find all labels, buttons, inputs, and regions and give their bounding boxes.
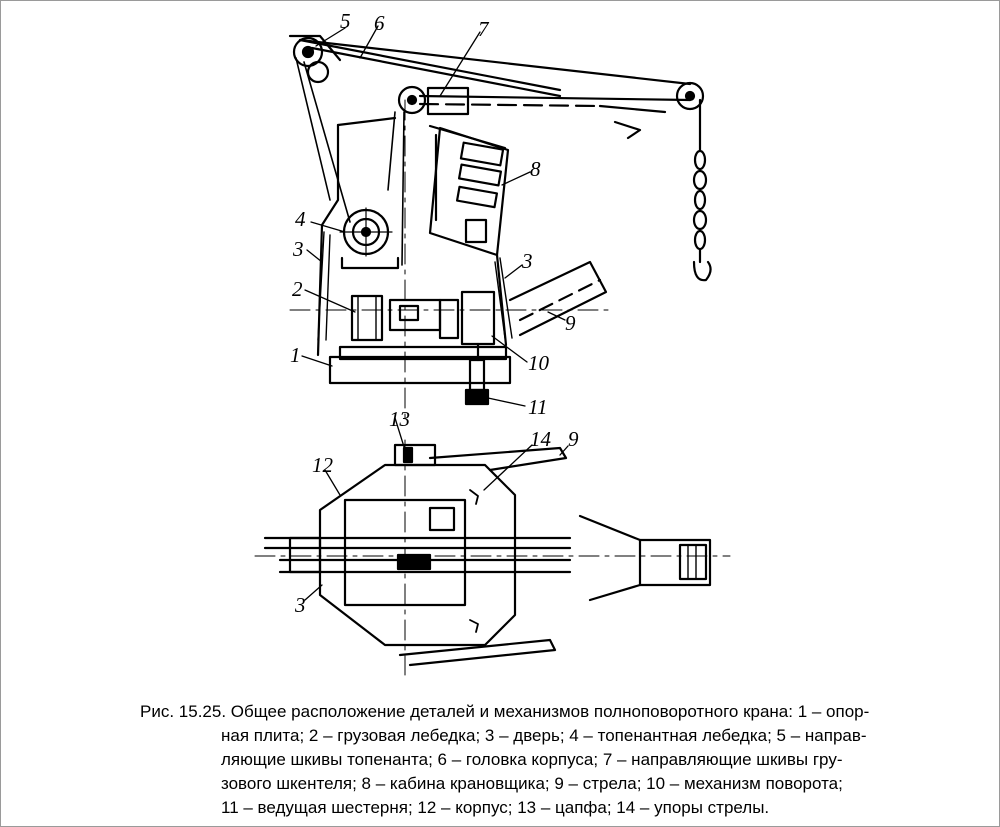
label-3-door-left: 3 <box>292 237 304 261</box>
label-1-base-plate: 1 <box>290 343 301 367</box>
slewing-mechanism <box>460 290 496 362</box>
operator-cab <box>428 126 510 257</box>
label-2-cargo-winch: 2 <box>292 277 303 301</box>
caption-line: зового шкентеля; 8 – кабина крановщика; … <box>221 774 843 793</box>
drive-gear <box>464 358 490 406</box>
label-4-topping-winch: 4 <box>295 207 306 231</box>
label-12-housing: 12 <box>312 453 334 477</box>
boom-rest-plan <box>398 446 568 667</box>
boom-lower <box>508 260 608 337</box>
label-10-slewing: 10 <box>528 351 550 375</box>
caption-line: 11 – ведущая шестерня; 12 – корпус; 13 –… <box>221 798 770 817</box>
leader-lines <box>301 25 569 601</box>
boom-head-sheave <box>675 81 705 152</box>
cargo-winch <box>350 294 460 342</box>
caption-line: Рис. 15.25. Общее расположение деталей и… <box>140 702 870 721</box>
hook-chain <box>692 149 712 282</box>
label-13-trunnion: 13 <box>389 407 410 431</box>
base-plate <box>328 345 512 385</box>
label-3-door-right: 3 <box>521 249 533 273</box>
topping-sheaves <box>292 36 330 84</box>
plan-boom <box>263 514 712 602</box>
label-14-boom-rests: 14 <box>530 427 552 451</box>
label-5-topping-sheaves: 5 <box>340 9 351 33</box>
caption-line: ная плита; 2 – грузовая лебедка; 3 – две… <box>221 726 867 745</box>
label-6-housing-head: 6 <box>374 11 385 35</box>
topping-winch <box>339 207 400 270</box>
label-7-cargo-sheaves: 7 <box>478 17 490 41</box>
trunnion <box>393 443 437 467</box>
figure-caption: Рис. 15.25. Общее расположение деталей и… <box>140 700 880 820</box>
side-view <box>288 34 712 421</box>
label-8-cab: 8 <box>530 157 541 181</box>
label-9-boom-side: 9 <box>565 311 576 335</box>
plan-view <box>254 439 731 676</box>
cargo-sheaves <box>397 85 470 116</box>
crane-drawing: 1 2 3 4 5 6 7 8 3 9 10 11 13 14 9 12 3 <box>254 9 731 676</box>
label-9-boom-plan: 9 <box>568 427 579 451</box>
caption-line: ляющие шкивы топенанта; 6 – головка корп… <box>221 750 843 769</box>
label-3-door-plan: 3 <box>294 593 306 617</box>
label-11-drive-gear: 11 <box>528 395 547 419</box>
boom <box>288 34 692 140</box>
